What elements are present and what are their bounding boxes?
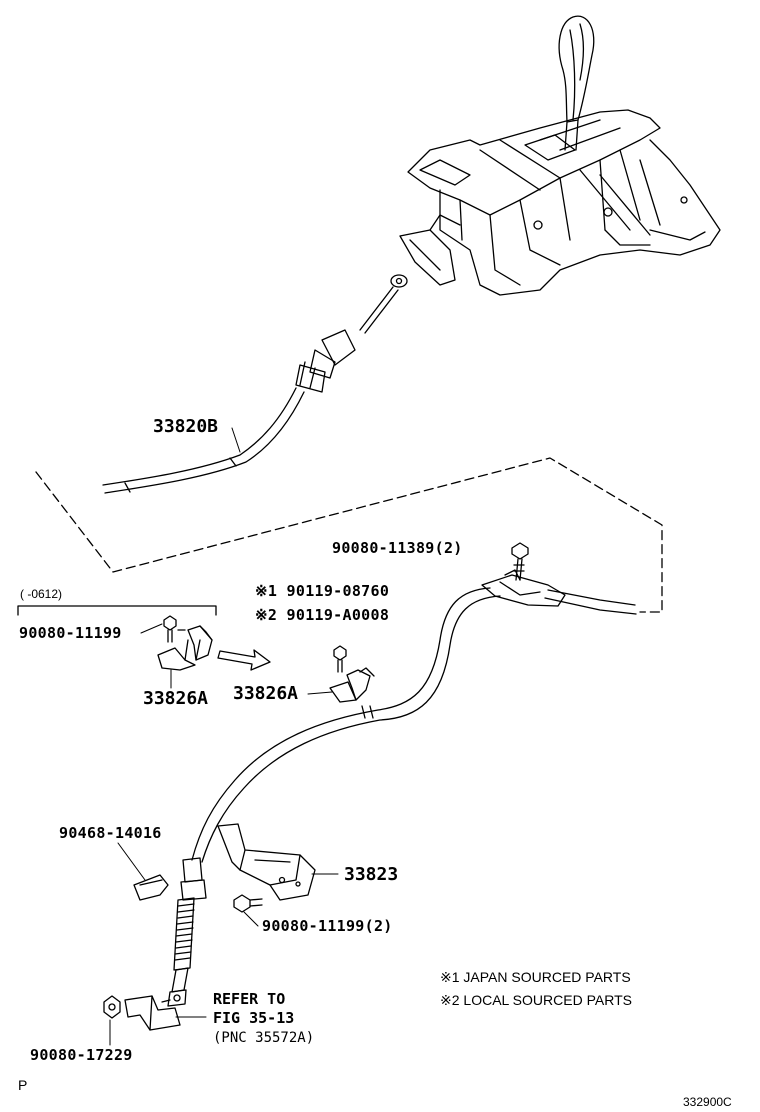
shift-lever-assembly [399,15,721,296]
figure-number: 332900C [683,1095,732,1109]
label-bracket-old: 33826A [143,688,209,709]
bracket-new [329,645,375,703]
lower-cable [124,542,637,1031]
arrow-icon [217,649,271,671]
label-bracket-new: 33826A [233,683,299,704]
bracket-lower [217,823,316,913]
label-note-bolt-1: ※1 90119-08760 [255,582,390,600]
footer-left: P [18,1077,28,1093]
label-bolt-top: 90080-11389(2) [332,539,463,557]
bracket-old [157,615,213,671]
label-range: ( -0612) [20,587,63,601]
dashed-connector [35,457,663,613]
label-bracket-lower: 33823 [344,864,399,885]
clip-part [133,874,169,901]
refer-line-2: FIG 35-13 [213,1009,295,1027]
label-nut: 90080-17229 [30,1046,133,1064]
refer-line-3: (PNC 35572A) [213,1030,315,1046]
upper-cable [102,274,408,494]
nut-part [103,995,121,1019]
refer-line-1: REFER TO [213,990,286,1008]
label-bolt-lower: 90080-11199(2) [262,917,393,935]
leader-lines [109,427,339,1046]
legend-item-local: ※2 LOCAL SOURCED PARTS [440,992,632,1008]
label-bolt-left: 90080-11199 [19,624,122,642]
range-bracket [17,605,217,616]
label-cable-main: 33820B [153,416,219,437]
label-clip: 90468-14016 [59,824,162,842]
legend-item-japan: ※1 JAPAN SOURCED PARTS [440,969,631,985]
label-note-bolt-2: ※2 90119-A0008 [255,606,390,624]
